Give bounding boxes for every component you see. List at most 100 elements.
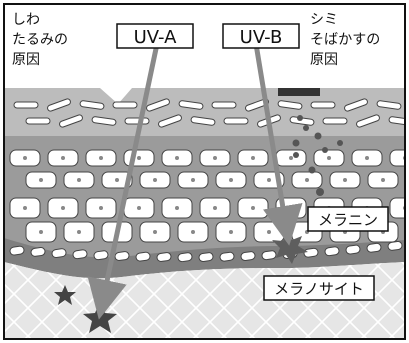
cell-nucleus <box>77 230 81 234</box>
cell-nucleus <box>327 156 331 160</box>
corneum-flake <box>146 98 170 112</box>
corneum-flake <box>223 117 249 125</box>
basal-cell <box>177 252 193 263</box>
basal-cell <box>156 252 172 262</box>
cell-nucleus <box>251 156 255 160</box>
cell-nucleus <box>39 178 43 182</box>
uvb-arrow <box>253 43 303 246</box>
uva-arrow <box>87 43 160 320</box>
corneum-flake <box>91 116 117 126</box>
melanin-label-box <box>307 206 389 232</box>
cell-nucleus <box>289 156 293 160</box>
cell-nucleus <box>289 206 293 210</box>
melanin-surface-mark <box>278 88 320 96</box>
cell-nucleus <box>267 178 271 182</box>
basal-cell <box>51 248 67 259</box>
corneum-flake <box>356 114 380 128</box>
cell-nucleus <box>39 230 43 234</box>
basal-cell <box>345 244 361 255</box>
basal-cell <box>72 249 88 260</box>
cell-nucleus <box>229 230 233 234</box>
basal-cell <box>303 247 319 258</box>
cell-nucleus <box>191 230 195 234</box>
cell-nucleus <box>153 178 157 182</box>
corneum-flake <box>25 117 51 125</box>
corneum-flake <box>47 98 71 112</box>
corneum-flake <box>277 100 303 110</box>
basal-cell <box>114 251 130 261</box>
basal-cell <box>135 251 151 262</box>
corneum-flake <box>388 116 405 126</box>
cell-nucleus <box>23 206 27 210</box>
basal-cell <box>366 242 382 253</box>
cell-nucleus <box>213 206 217 210</box>
basal-cell <box>261 250 277 261</box>
cell-nucleus <box>61 156 65 160</box>
cell-nucleus <box>153 230 157 234</box>
melanocyte-label: メラノサイト <box>274 280 364 298</box>
cell-nucleus <box>137 156 141 160</box>
basal-cells <box>9 240 403 263</box>
basal-cell <box>198 252 214 262</box>
cell-nucleus <box>99 206 103 210</box>
cell-nucleus <box>175 156 179 160</box>
epidermal-cells <box>9 149 405 243</box>
epidermal-cell <box>389 149 405 167</box>
corneum-flake <box>322 117 348 125</box>
uva-label: UV-A <box>134 27 178 48</box>
cell-nucleus <box>267 230 271 234</box>
corneum-flake <box>344 98 368 112</box>
uvb-label: UV-B <box>240 27 283 48</box>
melanin-label: メラニン <box>318 211 378 229</box>
corneum-flake <box>79 100 105 110</box>
basal-cell <box>219 251 235 262</box>
corneum-flake <box>376 100 402 110</box>
epidermal-cell <box>389 197 405 219</box>
basal-cell <box>324 246 340 257</box>
cell-nucleus <box>137 206 141 210</box>
cell-nucleus <box>99 156 103 160</box>
corneum-flake <box>245 98 269 112</box>
corneum-flake <box>190 116 216 126</box>
wrinkle-caption-line1: しわ <box>12 12 40 28</box>
uvb-label-box <box>222 23 300 49</box>
cell-nucleus <box>23 156 27 160</box>
melanin-granules <box>292 115 343 196</box>
corneum-flake <box>158 114 182 128</box>
diagram-border <box>3 3 406 340</box>
wrinkle-caption-line2: たるみの <box>12 32 68 48</box>
cell-nucleus <box>343 178 347 182</box>
corneum-flake <box>310 101 336 109</box>
corneum-flake <box>211 101 237 109</box>
spot-caption-line1: シミ <box>310 12 338 28</box>
stratum-corneum <box>4 88 405 140</box>
cell-nucleus <box>229 178 233 182</box>
cell-nucleus <box>213 156 217 160</box>
corneum-flake <box>13 101 39 109</box>
basal-cell <box>240 251 256 261</box>
basal-cell <box>30 246 46 257</box>
corneum-flake <box>178 100 204 110</box>
corneum-flakes <box>13 98 405 128</box>
cell-nucleus <box>365 156 369 160</box>
corneum-flake <box>112 101 138 109</box>
spot-caption-line3: 原因 <box>310 52 338 68</box>
corneum-flake <box>124 117 150 125</box>
cell-nucleus <box>191 178 195 182</box>
corneum-flake <box>59 114 83 128</box>
collagen-damage-star-small <box>54 285 76 305</box>
spot-caption-line2: そばかすの <box>310 32 380 48</box>
wrinkle-caption-line3: 原因 <box>12 52 40 68</box>
basal-cell <box>93 250 109 261</box>
basal-cell <box>9 245 25 256</box>
cell-nucleus <box>251 206 255 210</box>
basal-cell <box>387 240 403 251</box>
cell-nucleus <box>305 178 309 182</box>
cell-nucleus <box>381 178 385 182</box>
cell-nucleus <box>175 206 179 210</box>
cell-nucleus <box>77 178 81 182</box>
cell-nucleus <box>61 206 65 210</box>
melanocyte-label-box <box>263 275 375 301</box>
